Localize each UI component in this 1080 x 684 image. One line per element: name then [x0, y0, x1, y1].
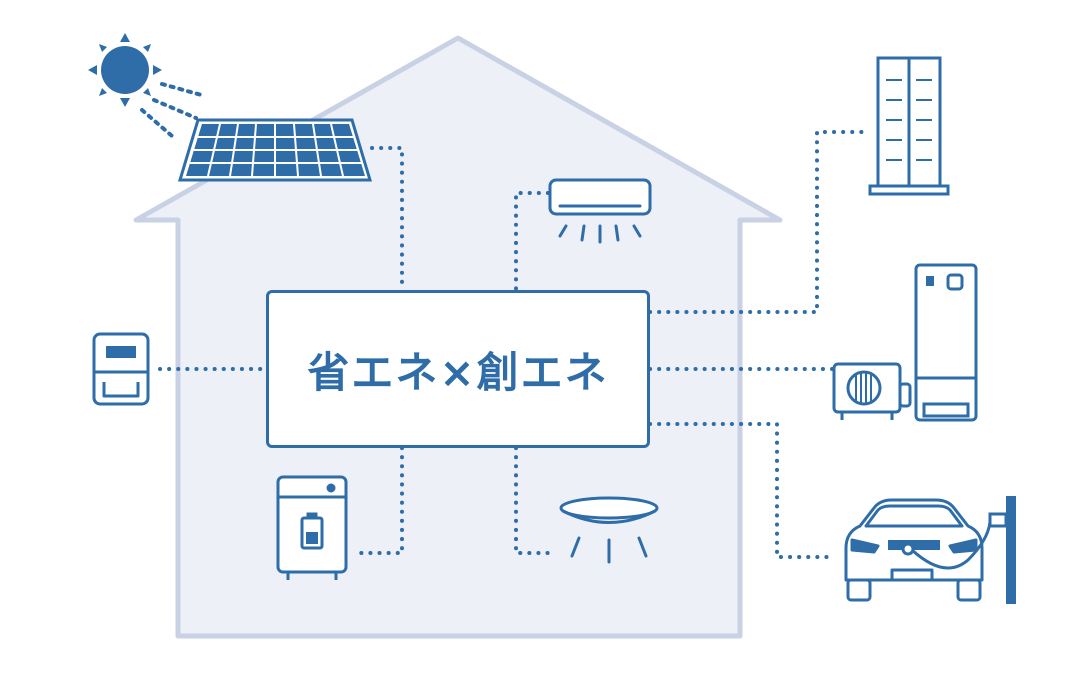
- battery-icon: [276, 475, 348, 580]
- center-label: 省エネ×創エネ: [307, 347, 609, 397]
- electric-car-icon: [844, 498, 992, 602]
- sun-icon: [88, 33, 207, 138]
- connector-aircon: [514, 191, 550, 292]
- storage-cabinet-icon: [868, 56, 950, 196]
- air-conditioner-icon: [548, 178, 652, 244]
- heat-pump-icon: [832, 263, 978, 422]
- connector-solar: [370, 146, 404, 292]
- ceiling-light-icon: [559, 496, 659, 564]
- solar-panel-icon: [177, 118, 373, 182]
- connectors: [158, 130, 870, 559]
- connector-cabinet: [648, 130, 870, 314]
- connector-light: [514, 446, 558, 555]
- ev-charger-icon: [988, 496, 1016, 604]
- connector-battery: [358, 446, 404, 555]
- power-meter-icon: [92, 332, 150, 406]
- connector-car: [648, 422, 836, 559]
- center-box: 省エネ×創エネ: [266, 290, 650, 448]
